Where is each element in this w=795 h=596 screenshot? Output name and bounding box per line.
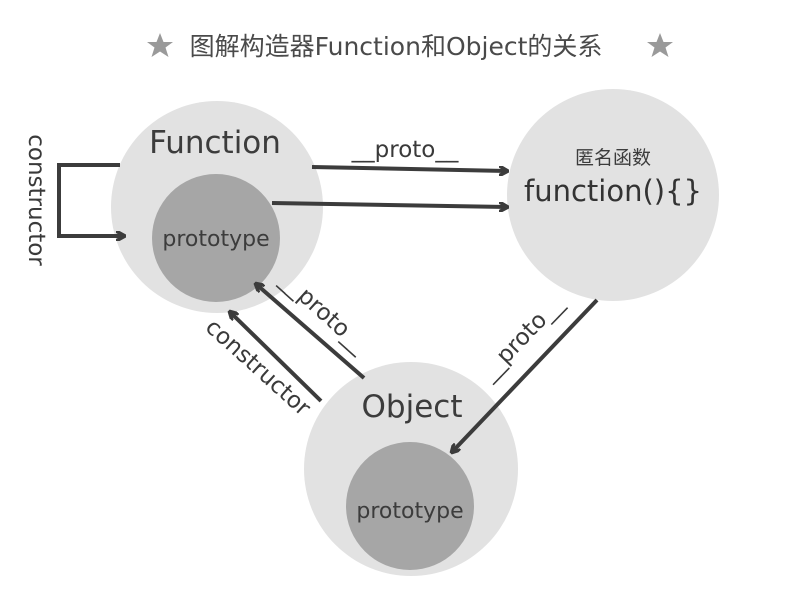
anonymous-proto-arrow — [452, 298, 599, 452]
function-prototype-label: prototype — [162, 227, 269, 252]
star-icon — [647, 33, 673, 57]
function-node: Function prototype — [111, 101, 323, 313]
object-node: Object prototype — [304, 362, 518, 576]
anonymous-proto-label: __proto__ — [475, 290, 569, 386]
anonymous-function-code: function(){} — [524, 174, 702, 208]
star-icon — [147, 33, 173, 57]
edge-function-self-constructor: constructor — [23, 134, 124, 266]
edge-function-prototype-to-anonymous — [271, 201, 507, 207]
title-text: 图解构造器Function和Object的关系 — [190, 32, 603, 61]
function-constructor-label: constructor — [23, 134, 49, 266]
function-constructor-loop-arrow — [57, 163, 124, 236]
edge-anonymous-to-object-proto: __proto__ — [452, 290, 599, 452]
edge-object-to-function-constructor: constructor — [200, 312, 323, 422]
diagram-title: 图解构造器Function和Object的关系 — [147, 32, 673, 61]
function-proto-arrow — [311, 165, 507, 171]
object-constructor-label: constructor — [200, 314, 316, 422]
anonymous-function-circle — [507, 89, 719, 301]
anonymous-function-subtitle: 匿名函数 — [575, 147, 651, 169]
edge-function-to-anonymous-proto: __proto__ — [311, 137, 507, 171]
object-prototype-circle — [346, 442, 474, 570]
function-prototype-arrow — [271, 201, 507, 207]
function-proto-label: __proto__ — [351, 137, 459, 163]
object-proto-arrow — [256, 284, 366, 380]
object-constructor-arrow — [230, 312, 323, 403]
function-label: Function — [149, 125, 281, 161]
function-prototype-circle — [152, 174, 280, 302]
object-prototype-label: prototype — [356, 499, 463, 524]
object-label: Object — [362, 389, 463, 425]
anonymous-function-node: 匿名函数 function(){} — [507, 89, 719, 301]
